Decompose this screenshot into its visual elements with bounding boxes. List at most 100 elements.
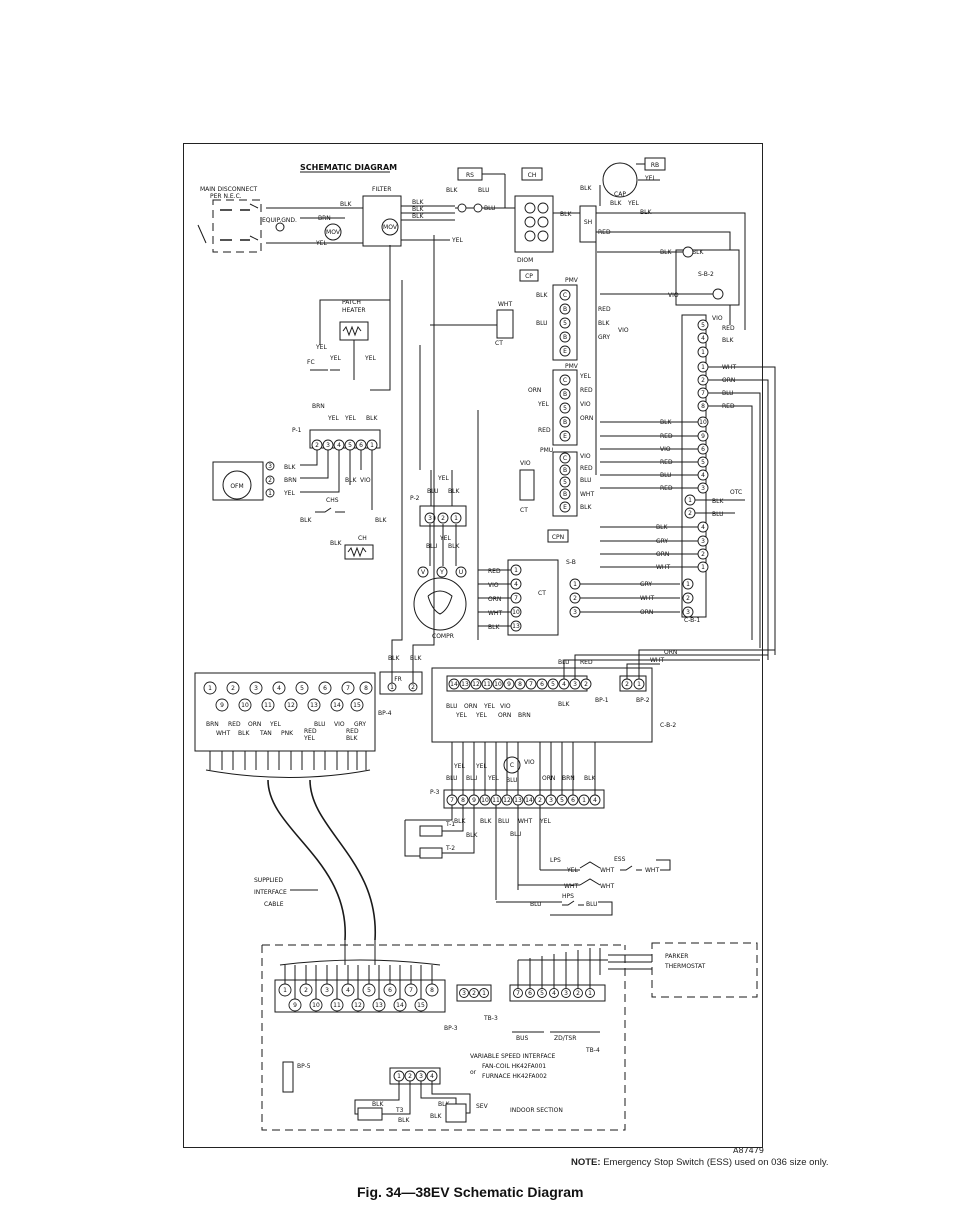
svg-text:10: 10	[494, 681, 502, 688]
svg-text:9: 9	[507, 681, 511, 688]
svg-text:E: E	[563, 348, 567, 355]
mov-2-icon	[381, 218, 399, 236]
sev-label: SEV	[476, 1103, 489, 1110]
wire-label-orn: ORN	[580, 415, 593, 422]
wire-label-blk: BLK	[488, 624, 500, 631]
wire-label-blk: BLK	[536, 292, 548, 299]
chs-switch-icon	[315, 507, 345, 513]
wire-label-yel: YEL	[453, 763, 465, 770]
ct-2-icon	[519, 469, 535, 501]
wire-label-vio: VIO	[524, 759, 535, 766]
svg-text:6: 6	[359, 442, 363, 449]
bp-5-block	[282, 1061, 294, 1093]
bp-4-label: BP-4	[378, 710, 392, 717]
bp-1-label: BP-1	[595, 697, 609, 704]
ess-switch-icon	[620, 865, 642, 871]
svg-text:7: 7	[514, 595, 518, 602]
wire-label-orn: ORN	[528, 387, 541, 394]
pmv-label-2: PMV	[565, 363, 579, 370]
mov-1-label: MOV	[326, 229, 341, 236]
svg-text:3: 3	[564, 990, 568, 997]
pmu-label: PMU	[540, 447, 553, 454]
bp-3-label: BP-3	[444, 1025, 458, 1032]
svg-text:B: B	[563, 419, 567, 426]
tb-4-label: TB-4	[585, 1047, 600, 1054]
svg-text:3: 3	[686, 609, 690, 616]
svg-text:B: B	[563, 491, 567, 498]
svg-text:3: 3	[268, 463, 272, 470]
svg-text:E: E	[563, 504, 567, 511]
wire-label-yel: YEL	[483, 703, 495, 710]
wire-label-wht: WHT	[498, 301, 512, 308]
wire-label-brn: BRN	[318, 215, 331, 222]
fr-label: FR	[394, 676, 402, 683]
wire-label-red: RED	[538, 427, 551, 434]
svg-text:5: 5	[348, 442, 352, 449]
svg-text:6: 6	[701, 446, 705, 453]
furnace-label: FURNACE HK42FA002	[482, 1073, 547, 1080]
svg-text:1: 1	[701, 364, 705, 371]
svg-text:2: 2	[231, 685, 235, 692]
svg-text:1: 1	[573, 581, 577, 588]
svg-text:3: 3	[462, 990, 466, 997]
svg-text:4: 4	[593, 797, 597, 804]
svg-text:12: 12	[472, 681, 480, 688]
wire-label-yel: YEL	[315, 344, 327, 351]
svg-text:3: 3	[419, 1073, 423, 1080]
wire-label-blk: BLK	[330, 540, 342, 547]
chs-label: CHS	[326, 497, 339, 504]
wire-label-blk: BLK	[722, 337, 734, 344]
ch-heater-label: CH	[358, 535, 367, 542]
svg-text:7: 7	[450, 797, 454, 804]
pmv-1-pins: C B 5 B E	[559, 289, 571, 357]
wire-label-blk: BLK	[346, 735, 358, 742]
wire-label-blk: BLK	[412, 199, 424, 206]
ct-label-2: CT	[520, 507, 528, 514]
note: NOTE: Emergency Stop Switch (ESS) used o…	[571, 1157, 829, 1168]
wire-label-vio: VIO	[580, 401, 591, 408]
bp-2-label: BP-2	[636, 697, 650, 704]
wire-label-blk: BLK	[598, 320, 610, 327]
wire-label-vio: VIO	[712, 315, 723, 322]
mov-2-label: MOV	[383, 224, 398, 231]
wire-label-blu: BLU	[510, 831, 522, 838]
ofm-label: OFM	[230, 483, 243, 490]
svg-text:C: C	[563, 455, 567, 462]
wire-label-wht: WHT	[216, 730, 230, 737]
wire-label-blk: BLK	[454, 818, 466, 825]
wire-label-wht: WHT	[518, 818, 532, 825]
svg-text:B: B	[563, 391, 567, 398]
capacitor-icon	[457, 203, 467, 213]
p-1-pins: 2 3 4 5 6 1	[311, 439, 378, 451]
svg-text:5: 5	[560, 797, 564, 804]
svg-text:13: 13	[461, 681, 469, 688]
svg-text:3: 3	[573, 681, 577, 688]
wire-label-blk: BLK	[480, 818, 492, 825]
svg-text:4: 4	[337, 442, 341, 449]
wire-label-yel: YEL	[315, 240, 327, 247]
svg-text:5: 5	[300, 685, 304, 692]
wire-label-blk: BLK	[388, 655, 400, 662]
svg-text:4: 4	[277, 685, 281, 692]
svg-text:2: 2	[625, 681, 629, 688]
wire-label-yel: YEL	[269, 721, 281, 728]
wire-label-blk: BLK	[660, 249, 672, 256]
wire-label-blk: BLK	[398, 1117, 410, 1124]
svg-text:6: 6	[571, 797, 575, 804]
supplied-label: SUPPLIED	[254, 877, 283, 884]
wire-label-vio: VIO	[360, 477, 371, 484]
svg-text:1: 1	[588, 990, 592, 997]
hps-label: HPS	[562, 893, 574, 900]
svg-text:1: 1	[370, 442, 374, 449]
svg-text:9: 9	[293, 1002, 297, 1009]
zd-tsr-label: ZD/TSR	[554, 1035, 576, 1042]
svg-text:11: 11	[492, 797, 500, 804]
svg-text:1: 1	[390, 684, 394, 691]
svg-text:10: 10	[312, 1002, 320, 1009]
patch-heater-label: PATCH	[342, 299, 361, 306]
svg-text:10: 10	[481, 797, 489, 804]
lps-switch-icon	[579, 861, 601, 869]
parker-thermostat-box	[651, 942, 758, 998]
svg-text:10: 10	[241, 702, 249, 709]
bp-3-bottom-pins: 9 10 11 12 13 14 15	[288, 998, 428, 1012]
